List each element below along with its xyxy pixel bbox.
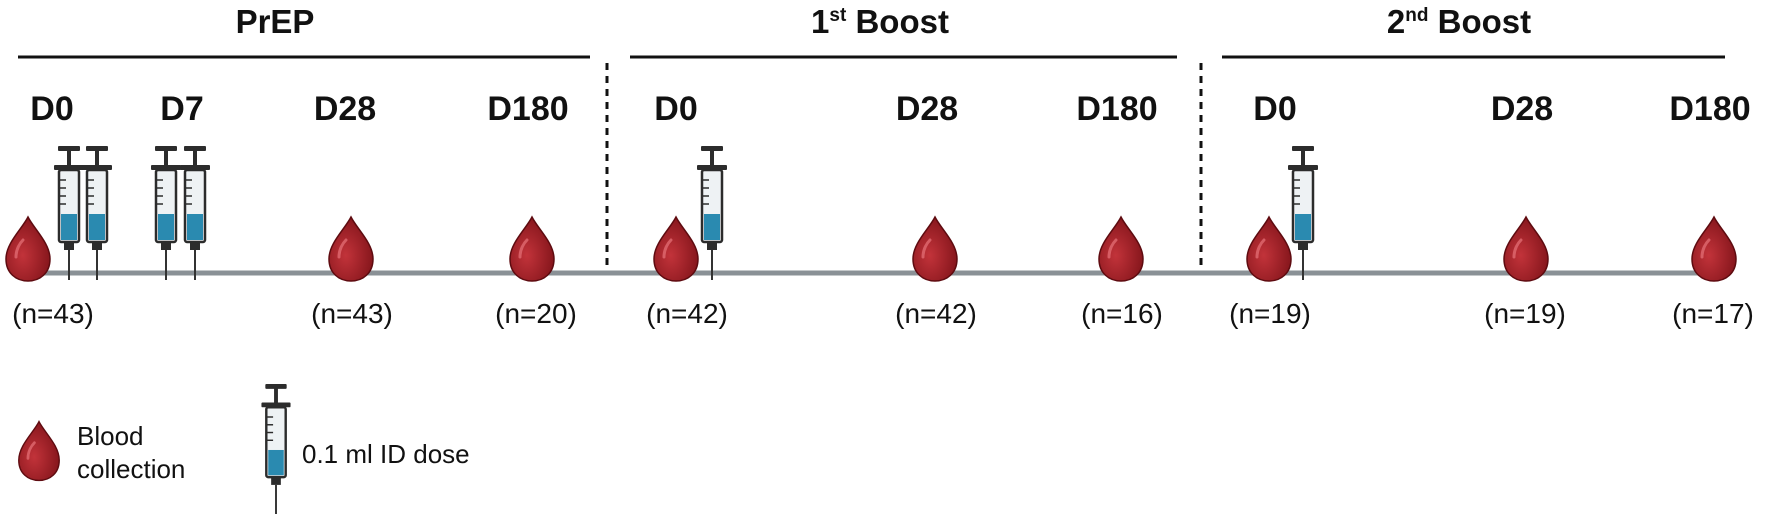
- sample-count: (n=43): [12, 298, 94, 329]
- sample-count: (n=42): [895, 298, 977, 329]
- syringe-icon: [260, 382, 292, 516]
- blood-drop-icon: [327, 215, 375, 283]
- timepoint-label: D180: [1076, 90, 1157, 128]
- blood-drop-icon: [4, 215, 52, 283]
- sample-count: (n=42): [646, 298, 728, 329]
- blood-drop-icon: [1502, 215, 1550, 283]
- legend-injection-label: 0.1 ml ID dose: [302, 439, 470, 469]
- timepoint-label: D7: [160, 90, 203, 128]
- syringe-icon: [52, 144, 86, 282]
- sample-count: (n=43): [311, 298, 393, 329]
- timepoint-label: D0: [30, 90, 73, 128]
- blood-drop-icon: [1097, 215, 1145, 283]
- syringe-icon: [178, 144, 212, 282]
- syringe-icon: [149, 144, 183, 282]
- syringe-icon: [1286, 144, 1320, 282]
- timepoint-label: D180: [1669, 90, 1750, 128]
- sample-count: (n=16): [1081, 298, 1163, 329]
- timepoint-label: D28: [896, 90, 958, 128]
- phase-title-prep: PrEP: [236, 3, 315, 40]
- sample-count: (n=19): [1484, 298, 1566, 329]
- phase-title-second-boost: 2nd Boost: [1387, 3, 1531, 40]
- legend-blood-label-line2: collection: [77, 454, 185, 484]
- blood-drop-icon: [911, 215, 959, 283]
- sample-count: (n=20): [495, 298, 577, 329]
- syringe-icon: [80, 144, 114, 282]
- sample-count: (n=17): [1672, 298, 1754, 329]
- blood-drop-icon: [508, 215, 556, 283]
- phase-title-first-boost: 1st Boost: [811, 3, 949, 40]
- blood-drop-icon: [652, 215, 700, 283]
- timepoint-label: D0: [1253, 90, 1296, 128]
- legend-blood-label-line1: Blood: [77, 421, 144, 451]
- blood-drop-icon: [1245, 215, 1293, 283]
- timepoint-label: D28: [1491, 90, 1553, 128]
- timepoint-label: D28: [314, 90, 376, 128]
- blood-drop-icon: [1690, 215, 1738, 283]
- timepoint-label: D0: [654, 90, 697, 128]
- sample-count: (n=19): [1229, 298, 1311, 329]
- legend: Blood collection 0.1 ml ID dose: [17, 382, 470, 516]
- syringe-icon: [695, 144, 729, 282]
- timepoint-label: D180: [487, 90, 568, 128]
- blood-drop-icon: [17, 420, 61, 482]
